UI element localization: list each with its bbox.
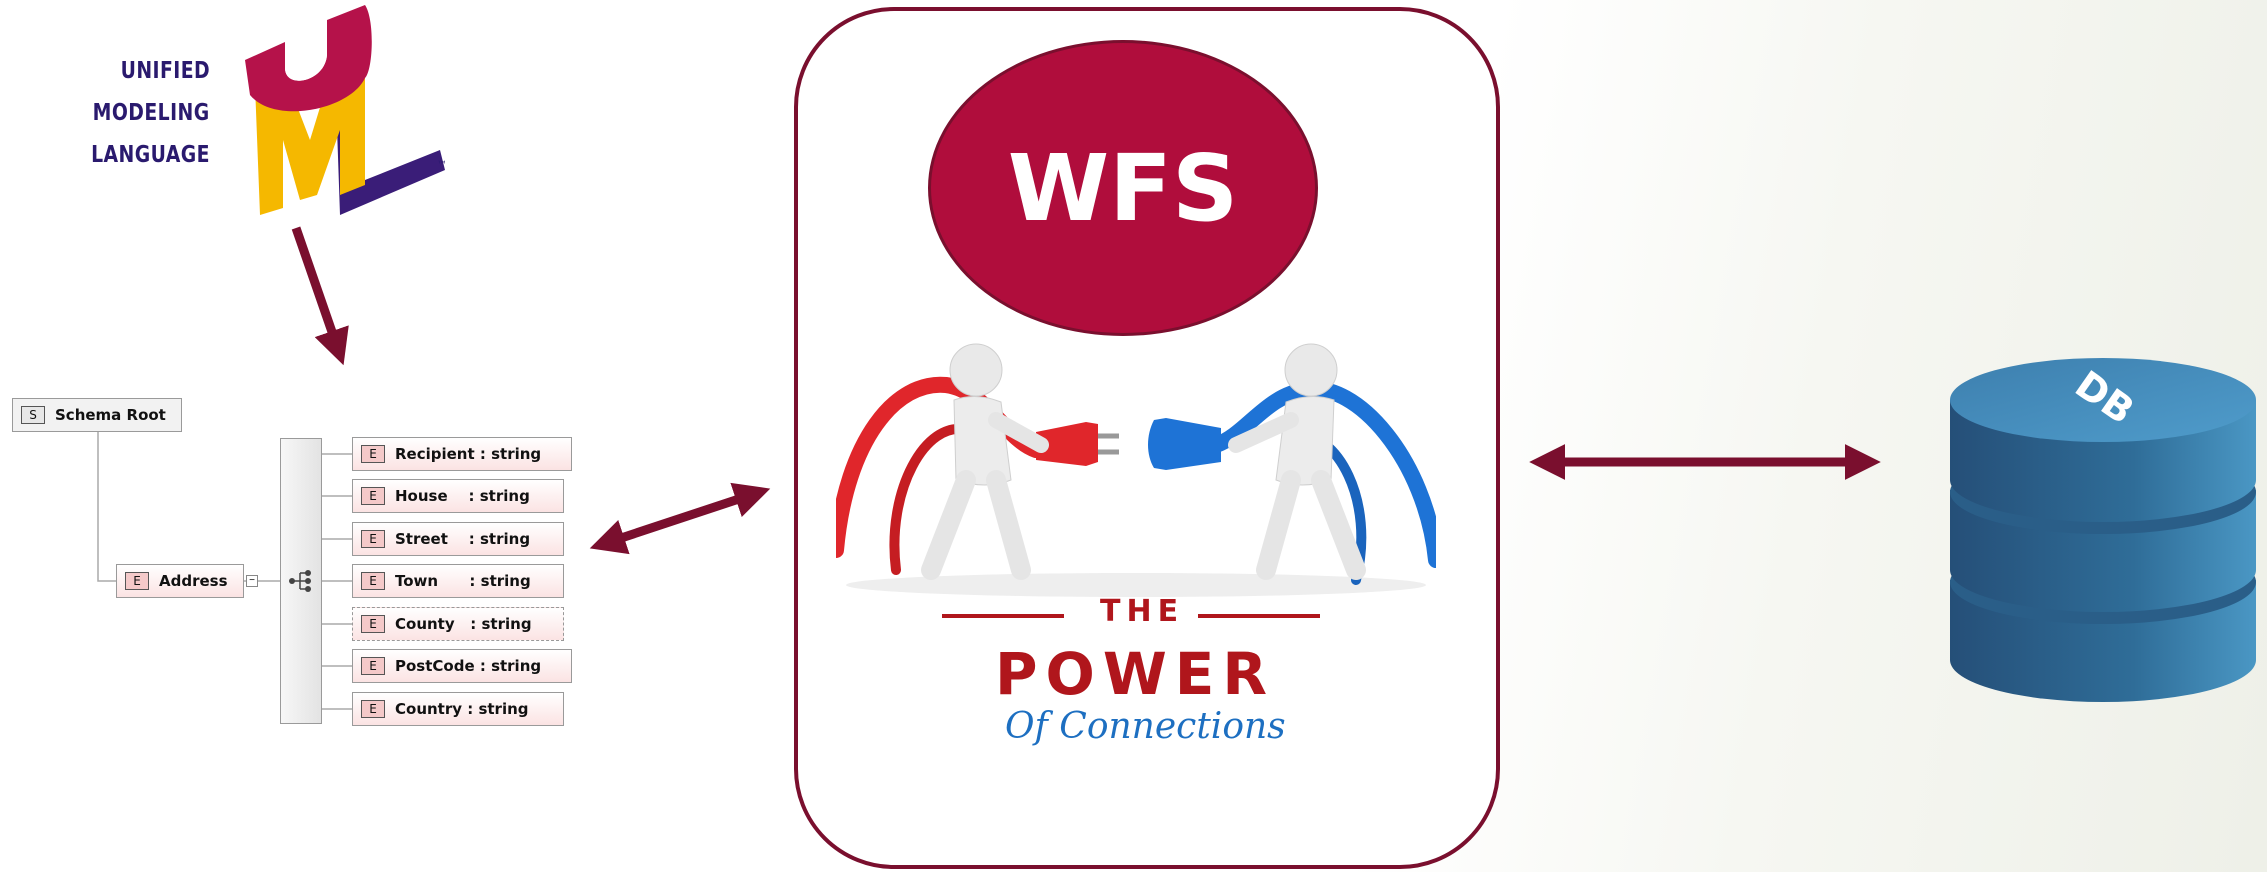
database-icon: DB — [1950, 358, 2256, 702]
element-country: E Country : string — [352, 692, 564, 726]
address-node: E Address — [116, 564, 244, 598]
schema-wfs-arrow — [589, 482, 771, 555]
element-recipient: E Recipient : string — [352, 437, 572, 471]
wfs-ellipse: WFS — [928, 40, 1318, 336]
element-tag: E — [361, 657, 385, 675]
schema-connectors — [97, 432, 352, 710]
uml-to-schema-arrow — [291, 226, 349, 366]
wfs-label: WFS — [1007, 134, 1239, 242]
uml-trademark: ™ — [437, 160, 447, 171]
element-tag: E — [361, 530, 385, 548]
element-street: E Street : string — [352, 522, 564, 556]
schema-root-node: S Schema Root — [12, 398, 182, 432]
element-label: Recipient : string — [395, 445, 542, 463]
power-text: POWER — [995, 640, 1276, 708]
element-label: PostCode : string — [395, 657, 542, 675]
schema-root-label: Schema Root — [55, 406, 166, 424]
element-town: E Town : string — [352, 564, 564, 598]
address-label: Address — [159, 572, 228, 590]
the-text: THE — [1100, 594, 1185, 629]
schema-diagram: S Schema Root E Address − E Recipient : … — [12, 398, 612, 738]
address-tag: E — [125, 572, 149, 590]
collapse-toggle-icon[interactable]: − — [246, 575, 258, 587]
schema-root-tag: S — [21, 406, 45, 424]
element-tag: E — [361, 572, 385, 590]
element-tag: E — [361, 445, 385, 463]
element-label: Street : string — [395, 530, 531, 548]
the-line-left — [942, 614, 1064, 618]
element-house: E House : string — [352, 479, 564, 513]
element-postcode: E PostCode : string — [352, 649, 572, 683]
the-line-right — [1198, 614, 1320, 618]
element-tag: E — [361, 615, 385, 633]
element-label: House : string — [395, 487, 530, 505]
uml-logo: UNIFIED MODELING LANGUAGE ™ — [40, 0, 450, 230]
element-tag: E — [361, 487, 385, 505]
uml-letters-icon: ™ — [245, 5, 447, 215]
element-label: County : string — [395, 615, 532, 633]
element-tag: E — [361, 700, 385, 718]
element-label: Town : string — [395, 572, 531, 590]
element-label: Country : string — [395, 700, 529, 718]
uml-text-line-1: UNIFIED — [120, 58, 210, 84]
plug-figures-illustration — [836, 343, 1436, 597]
connections-text: Of Connections — [1005, 706, 1286, 747]
uml-text-line-2: MODELING — [93, 100, 210, 126]
element-county: E County : string — [352, 607, 564, 641]
sequence-icon — [289, 570, 311, 592]
uml-text-line-3: LANGUAGE — [91, 142, 210, 168]
